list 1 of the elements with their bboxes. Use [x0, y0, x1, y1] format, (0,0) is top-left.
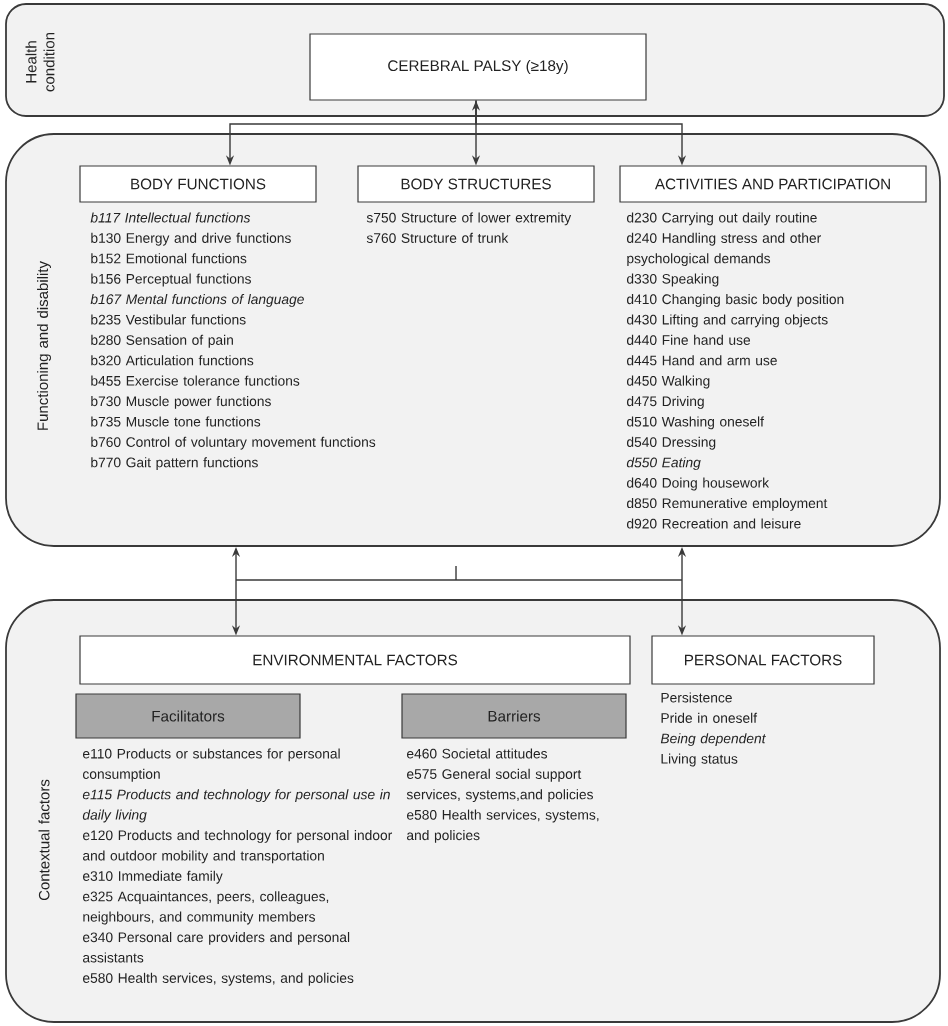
panel [5, 133, 941, 547]
